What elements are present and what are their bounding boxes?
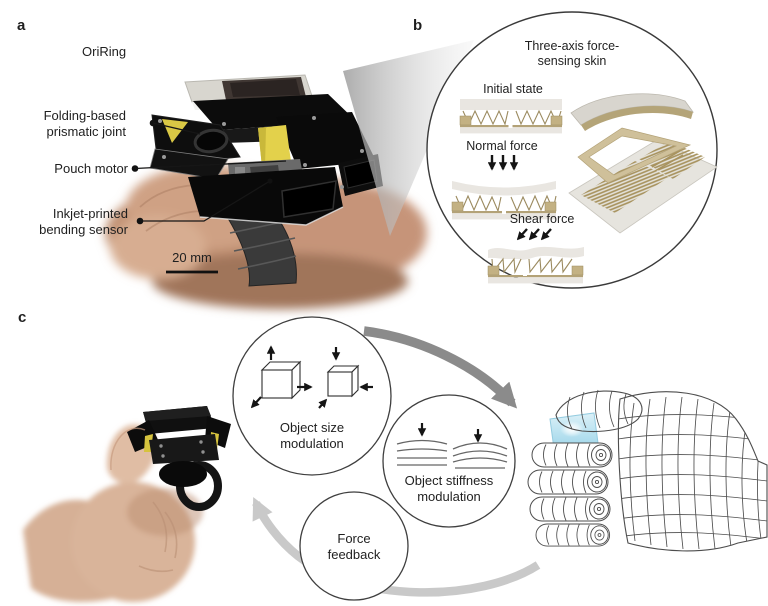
inner-part2	[235, 167, 245, 179]
oriring-photo	[105, 74, 427, 309]
oriring-device	[149, 74, 383, 226]
screws	[158, 116, 364, 189]
pouch-motor-yellow	[258, 125, 292, 169]
right-wing	[276, 112, 376, 169]
ring-device-small	[127, 406, 231, 487]
wireframe-finger	[529, 496, 611, 522]
callout-folding-line1: Folding-based	[43, 108, 126, 123]
force-feedback-line1: Force	[337, 531, 371, 546]
bottom-highlight	[199, 206, 344, 226]
force-feedback-line2: feedback	[327, 546, 381, 562]
object-size-line1: Object size	[279, 420, 345, 435]
sensor-skin-title-line2: sensing skin	[537, 53, 607, 68]
sensor-skin-title: Three-axis force- sensing skin	[492, 39, 652, 68]
callout-inkjet-bending-sensor: Inkjet-printed bending sensor	[10, 206, 128, 237]
object-size-modulation-circle	[232, 316, 392, 476]
callout-pouch-motor: Pouch motor	[54, 161, 128, 176]
scale-bar-label: 20 mm	[172, 250, 212, 265]
hand-skin	[23, 424, 203, 602]
spike-fringe	[581, 105, 693, 131]
panel-a-label: a	[17, 17, 26, 34]
cycle-arrow-dark	[363, 326, 518, 409]
initial-state-diagram	[459, 99, 563, 134]
callout-folding-line2: prismatic joint	[46, 123, 126, 139]
device-title: OriRing	[82, 44, 127, 59]
object-stiffness-modulation-circle	[382, 394, 516, 528]
printed-sensor-patch-inner	[230, 79, 300, 97]
initial-state-label: Initial state	[483, 82, 543, 96]
shear-force-arrows	[516, 228, 552, 241]
wing-hole	[193, 128, 229, 154]
wireframe-finger	[531, 442, 613, 468]
panel-b-label: b	[413, 17, 423, 34]
shrinking-cube-icon	[318, 347, 373, 409]
shear-force-diagram	[487, 228, 584, 284]
front-slot	[281, 180, 337, 218]
thumb-outline	[110, 427, 146, 471]
wireframe-finger	[527, 469, 609, 495]
callout-inkjet-line1: Inkjet-printed	[52, 206, 128, 221]
left-pouch-glimpse	[162, 119, 188, 143]
object-size-line2: modulation	[280, 435, 344, 451]
pouch-shade	[258, 127, 266, 167]
shear-force-label: Shear force	[509, 212, 575, 226]
electrode-area-right	[639, 141, 705, 179]
stiffness-layers-icon	[396, 423, 508, 469]
palm-grid	[618, 396, 767, 550]
force-feedback-label: Force feedback	[304, 531, 404, 562]
wireframe-hand	[527, 389, 768, 552]
callout-leaders	[131, 119, 287, 225]
hand-holding-ring-photo	[23, 406, 231, 602]
object-stiffness-modulation-label: Object stiffness modulation	[379, 473, 519, 504]
wireframe-finger	[535, 523, 611, 547]
knuckle-creases	[139, 184, 201, 232]
object-size-modulation-label: Object size modulation	[242, 420, 382, 451]
normal-force-diagram	[451, 155, 557, 220]
force-feedback-circle	[299, 491, 409, 601]
spacer-frame	[577, 127, 692, 184]
object-stiffness-line2: modulation	[417, 488, 481, 504]
callout-folding-prismatic-joint: Folding-based prismatic joint	[8, 108, 126, 139]
finger-creases	[138, 501, 178, 573]
exploded-sensor-stack	[568, 93, 718, 234]
wireframe-palm	[617, 391, 768, 552]
wireframe-thumb	[555, 389, 643, 433]
sensor-skin-title-line1: Three-axis force-	[524, 39, 620, 53]
callout-inkjet-line2: bending sensor	[39, 221, 128, 237]
expanding-cube-icon	[250, 345, 313, 409]
object-stiffness-line1: Object stiffness	[404, 473, 494, 488]
panel-c-label: c	[18, 309, 27, 326]
normal-force-arrows	[487, 155, 519, 171]
mini-screws	[159, 440, 205, 458]
normal-force-label: Normal force	[466, 139, 538, 153]
electrode-area-left	[581, 161, 669, 213]
